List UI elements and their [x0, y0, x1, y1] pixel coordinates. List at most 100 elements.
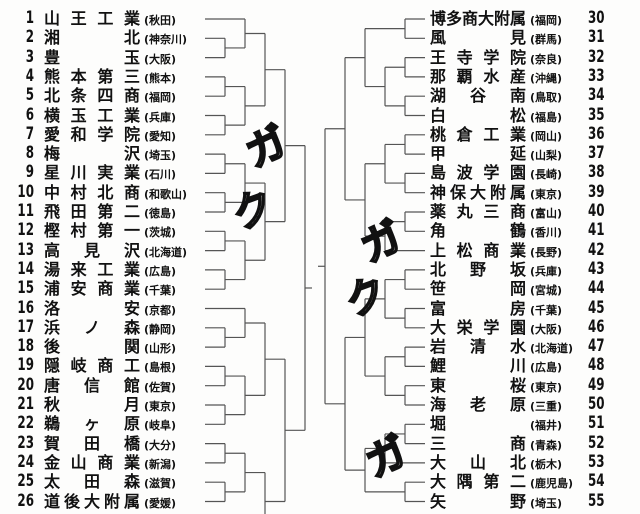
team-prefecture: (千葉): [144, 284, 177, 298]
team-name: 山王工業: [44, 9, 140, 28]
team-number: 44: [588, 278, 605, 299]
team-prefecture: (和歌山): [144, 187, 188, 201]
team-number: 34: [588, 85, 605, 106]
team-name: 梅沢: [44, 144, 140, 164]
team-prefecture: (京都): [144, 303, 177, 317]
team-prefecture: (栃木): [530, 457, 563, 471]
team-prefecture: (東京): [530, 380, 563, 394]
team-prefecture: (広島): [530, 361, 563, 375]
team-number: 46: [588, 316, 605, 337]
team-name: 岩清水: [430, 337, 526, 357]
team-name: 洛安: [44, 298, 140, 318]
team-prefecture: (北海道): [530, 342, 574, 356]
team-prefecture: (佐賀): [144, 380, 177, 394]
team-prefecture: (鹿児島): [530, 477, 574, 491]
team-name: 笹岡: [430, 279, 526, 299]
team-number: 48: [588, 355, 605, 376]
team-name: 後関: [44, 337, 140, 357]
team-number: 21: [17, 394, 34, 414]
team-number: 30: [588, 8, 605, 28]
team-name: 湯来工業: [44, 259, 140, 279]
team-row: 1 山王工業 (秋田): [0, 8, 640, 29]
team-name: 賀田橋: [44, 433, 140, 453]
team-name: 飛田第二: [44, 202, 140, 221]
team-prefecture: (富山): [530, 207, 563, 220]
team-number: 9: [25, 162, 34, 183]
team-name: 大山北: [430, 452, 526, 472]
team-name: 大隅第二: [430, 472, 526, 492]
team-number: 41: [588, 220, 605, 241]
team-prefecture: (岡山): [530, 129, 563, 143]
team-row: 40 薬丸三商 (富山): [0, 201, 640, 222]
team-name: 隠岐商工: [44, 356, 140, 376]
team-name: 道後大附属: [44, 491, 140, 511]
team-number: 19: [17, 355, 34, 376]
team-name: 愛和学院: [44, 124, 140, 144]
team-number: 35: [588, 104, 605, 125]
team-prefecture: (福岡): [530, 14, 563, 27]
team-name: 角鶴: [430, 221, 526, 241]
team-prefecture: (新潟): [144, 457, 177, 471]
team-number: 53: [588, 451, 605, 472]
team-name: 豊玉: [44, 47, 140, 67]
team-name: 唐信館: [44, 375, 140, 395]
team-name: 薬丸三商: [430, 202, 526, 221]
team-name: 浦安商業: [44, 279, 140, 299]
team-number: 55: [588, 490, 605, 511]
team-name: 湖谷南: [430, 86, 526, 106]
team-prefecture: (愛知): [144, 129, 177, 143]
team-name: 博多商大附属: [430, 9, 527, 28]
team-number: 52: [588, 432, 605, 453]
team-prefecture: (岐阜): [144, 419, 177, 433]
team-prefecture: (大阪): [530, 322, 563, 336]
team-number: 14: [17, 258, 34, 279]
team-name: 横玉工業: [44, 105, 140, 125]
team-prefecture: (山形): [144, 342, 177, 356]
team-prefecture: (埼玉): [144, 149, 177, 163]
team-prefecture: (石川): [144, 168, 177, 182]
team-number: 54: [588, 471, 605, 492]
team-name: 北野坂: [430, 259, 526, 279]
team-prefecture: (香川): [530, 226, 563, 240]
team-prefecture: (滋賀): [144, 477, 177, 491]
team-name: 桃倉工業: [430, 124, 526, 144]
team-number: 1: [25, 8, 34, 28]
team-number: 40: [588, 201, 605, 221]
team-number: 51: [588, 413, 605, 434]
team-prefecture: (福岡): [144, 91, 177, 105]
team-prefecture: (鳥取): [530, 91, 563, 105]
team-number: 37: [588, 143, 605, 164]
team-name: 那覇水産: [430, 66, 526, 86]
team-name: 秋月: [44, 395, 140, 414]
team-row: 7 愛和学院 (愛知): [0, 123, 640, 144]
team-prefecture: (福井): [530, 419, 563, 433]
team-prefecture: (秋田): [144, 14, 177, 27]
team-number: 7: [25, 123, 34, 144]
team-name: 海老原: [430, 395, 526, 414]
team-prefecture: (静岡): [144, 322, 177, 336]
team-name: 上松商業: [430, 240, 526, 260]
team-prefecture: (兵庫): [144, 110, 177, 124]
